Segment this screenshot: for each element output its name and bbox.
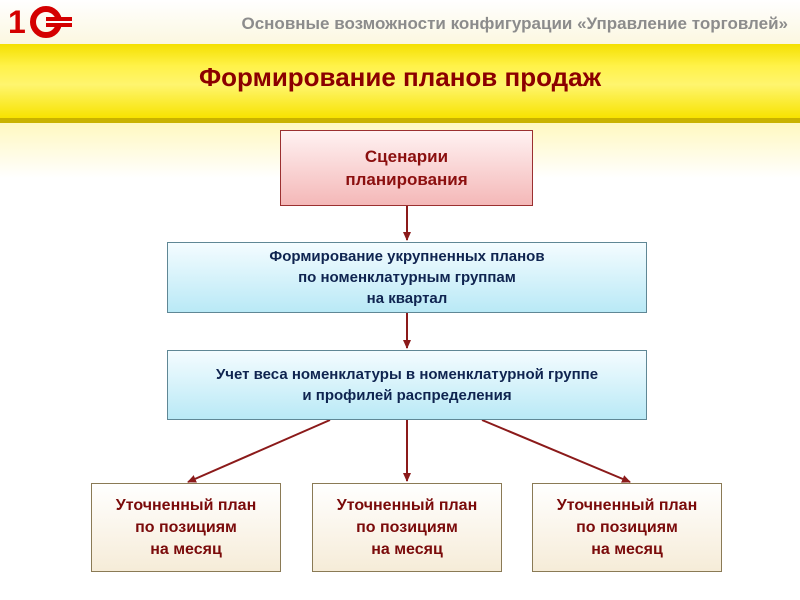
top-bar: 1 Основные возможности конфигурации «Упр… [0, 0, 800, 44]
header-title: Основные возможности конфигурации «Управ… [241, 14, 788, 33]
weight-accounting-box: Учет веса номенклатуры в номенклатурной … [167, 350, 647, 420]
monthly-plan-box-center: Уточненный план по позициям на месяц [312, 483, 502, 572]
svg-text:1: 1 [8, 4, 26, 40]
title-band: Формирование планов продаж [0, 44, 800, 118]
scenarios-box: Сценарии планирования [280, 130, 533, 206]
band-divider [0, 118, 800, 123]
arrow-weight-to-month-left [187, 419, 331, 483]
aggregated-plans-box: Формирование укрупненных планов по номен… [167, 242, 647, 313]
slide-title: Формирование планов продаж [198, 62, 602, 92]
arrow-weight-to-month-right [481, 419, 631, 483]
monthly-plan-box-right: Уточненный план по позициям на месяц [532, 483, 722, 572]
1c-logo-icon: 1 [8, 4, 72, 40]
monthly-plan-box-left: Уточненный план по позициям на месяц [91, 483, 281, 572]
